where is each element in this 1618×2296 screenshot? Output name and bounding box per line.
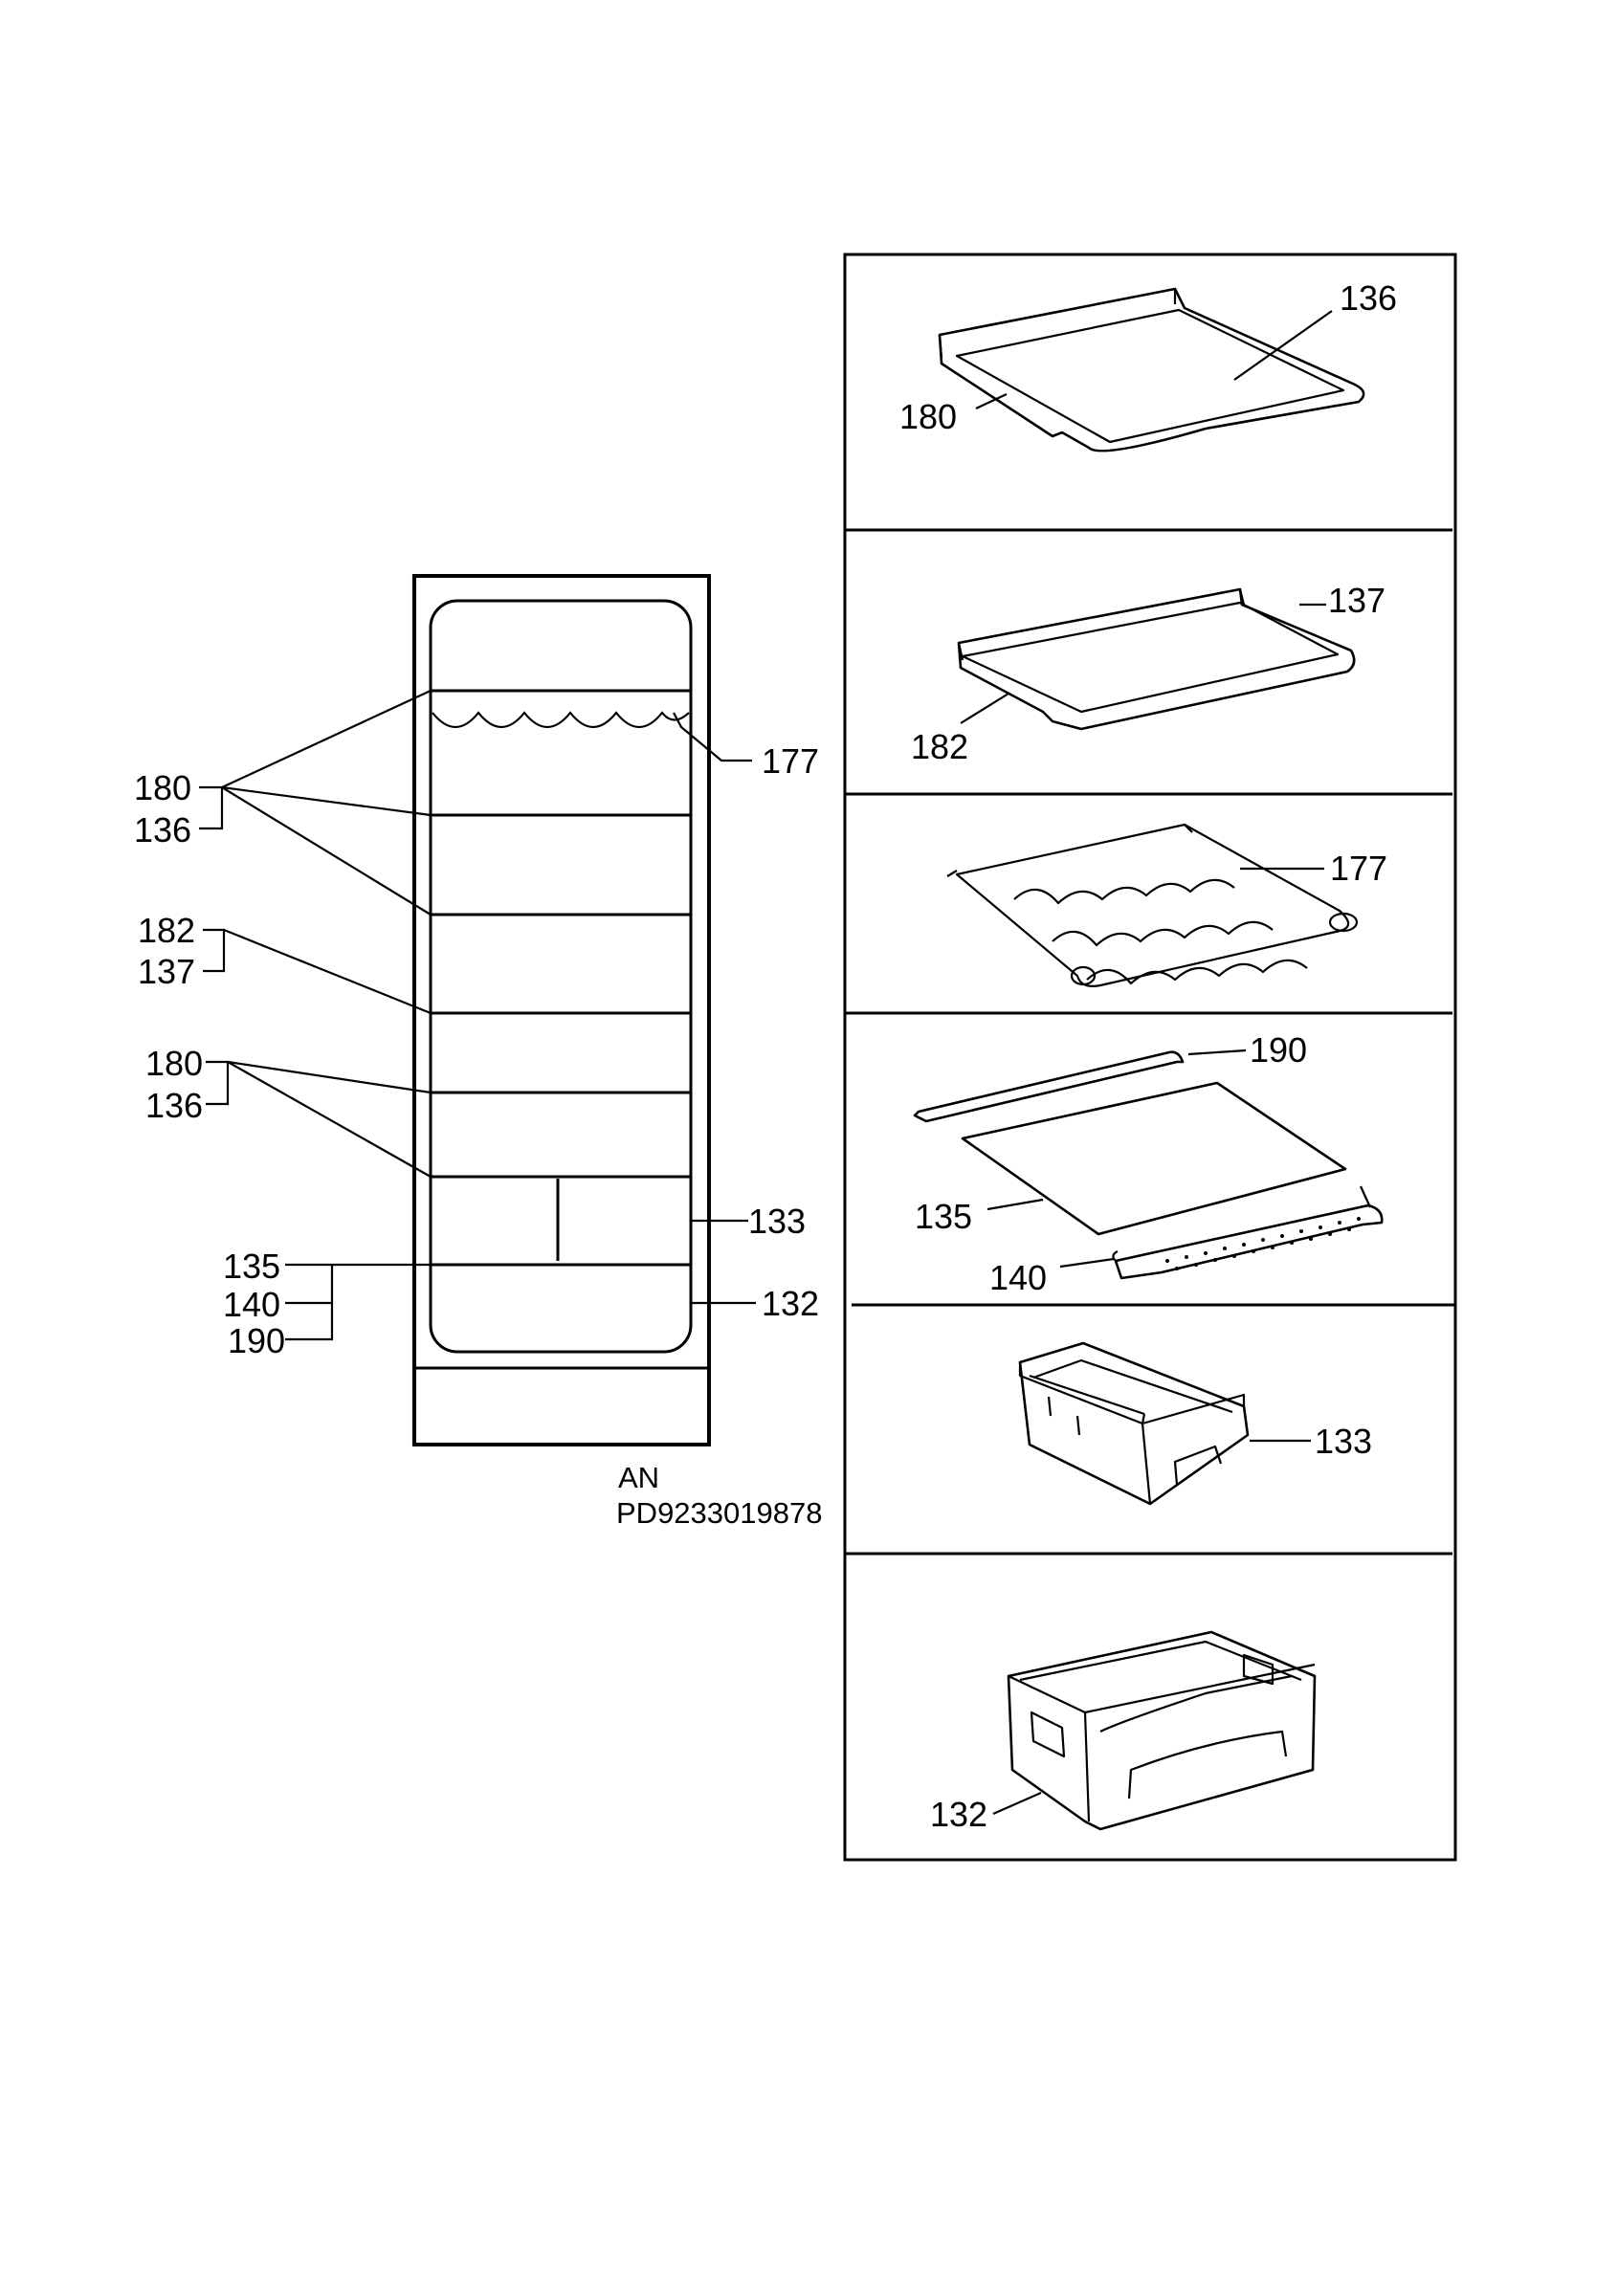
panel4-label-190: 190: [1250, 1030, 1307, 1070]
part-glass-shelf-136: 136 180: [899, 278, 1397, 453]
panel4-label-135: 135: [915, 1197, 972, 1236]
footer-code-an: AN: [618, 1461, 659, 1494]
panel3-label-177: 177: [1330, 849, 1387, 888]
panel1-label-180: 180: [899, 397, 957, 436]
part-glass-plate-135: 190 135 140: [913, 1030, 1384, 1297]
part-drawer-133: 133: [1018, 1341, 1372, 1506]
part-shelf-137: 137 182: [911, 581, 1385, 766]
wine-rack-wave: [432, 711, 690, 728]
part-wine-rack-177: 177: [946, 823, 1387, 987]
callout-180-a: 180: [134, 768, 191, 807]
callout-180-b: 180: [145, 1044, 203, 1083]
leader-177-left: [673, 712, 752, 762]
bracket-182-137: [203, 928, 226, 973]
callout-135: 135: [223, 1247, 280, 1286]
callout-133: 133: [748, 1202, 806, 1241]
callout-177: 177: [762, 741, 819, 781]
callout-137: 137: [138, 952, 195, 991]
cabinet-overview: 180 136 182 137 180 136 135 140 190 177 …: [134, 574, 822, 1530]
panel5-label-133: 133: [1315, 1422, 1372, 1461]
callout-136-b: 136: [145, 1086, 203, 1125]
panel6-label-132: 132: [930, 1795, 987, 1834]
cabinet-outline: [412, 574, 711, 1446]
parts-panel-frame: [843, 253, 1457, 1862]
callout-190: 190: [228, 1321, 285, 1360]
panel2-label-137: 137: [1328, 581, 1385, 620]
callout-136-a: 136: [134, 810, 191, 850]
callout-182: 182: [138, 911, 195, 950]
panel2-label-182: 182: [911, 727, 968, 766]
perforation-dots: [1165, 1217, 1361, 1270]
parts-panel: 136 180 137 182 177: [843, 253, 1457, 1862]
panel4-label-140: 140: [989, 1258, 1047, 1297]
part-drawer-132: 132: [930, 1630, 1317, 1834]
panel1-label-136: 136: [1340, 278, 1397, 318]
bracket-180-136-top: [199, 785, 224, 830]
bracket-180-136-bottom: [206, 1060, 230, 1106]
cabinet-inner-liner: [429, 599, 693, 1354]
footer-code-pd: PD9233019878: [616, 1496, 822, 1530]
callout-132: 132: [762, 1284, 819, 1323]
callout-140: 140: [223, 1285, 280, 1324]
